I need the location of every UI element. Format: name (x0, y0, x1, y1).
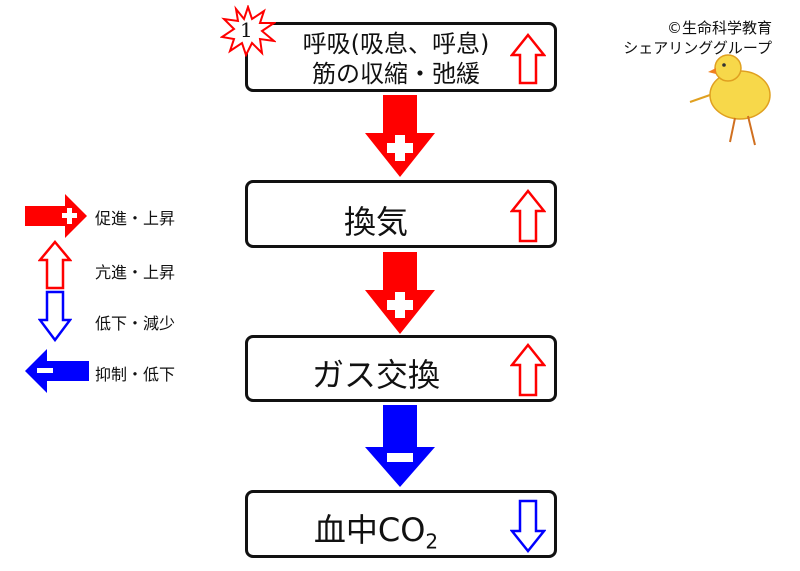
decrease-arrow-icon (510, 499, 546, 553)
legend-increase-arrow-icon (38, 240, 72, 290)
legend-promote-label: 促進・上昇 (95, 209, 176, 228)
promote-arrow-2 (365, 252, 435, 334)
co2-subscript: 2 (425, 529, 439, 554)
credit: ©生命科学教育 シェアリンググループ (623, 18, 772, 58)
step-ventilation: 換気 (245, 180, 557, 248)
step-number-badge: 1 (219, 3, 278, 58)
legend-inhibit-arrow-icon (25, 349, 89, 393)
step-ventilation-label: 換気 (343, 203, 408, 241)
minus-icon (387, 453, 413, 462)
step-respiration-line1: 呼吸(吸息、呼息) (302, 30, 490, 58)
blood-co2-text: 血中CO (313, 511, 426, 549)
chick-illustration (689, 54, 771, 146)
inhibit-arrow (365, 405, 435, 487)
step-blood-co2-label: 血中CO2 (248, 505, 504, 553)
legend-decrease-label: 低下・減少 (95, 314, 176, 333)
increase-arrow-icon (510, 343, 546, 397)
step-gas-exchange-label: ガス交換 (311, 356, 440, 394)
credit-line1: ©生命科学教育 (666, 19, 772, 37)
credit-line2: シェアリンググループ (623, 39, 772, 57)
step-respiration-line2: 筋の収縮・弛緩 (312, 60, 480, 88)
legend-increase-label: 亢進・上昇 (95, 263, 176, 282)
legend-decrease-arrow-icon (38, 290, 72, 342)
step-respiration: 呼吸(吸息、呼息) 筋の収縮・弛緩 (245, 22, 557, 92)
legend-inhibit-label: 抑制・低下 (95, 365, 176, 384)
starburst-icon (219, 3, 278, 58)
increase-arrow-icon (510, 189, 546, 243)
increase-arrow-icon (510, 33, 546, 85)
badge-number: 1 (240, 18, 253, 42)
step-blood-co2: 血中CO2 (245, 490, 557, 558)
promote-arrow-1 (365, 95, 435, 177)
legend-promote-arrow-icon (25, 194, 87, 238)
step-gas-exchange: ガス交換 (245, 335, 557, 402)
